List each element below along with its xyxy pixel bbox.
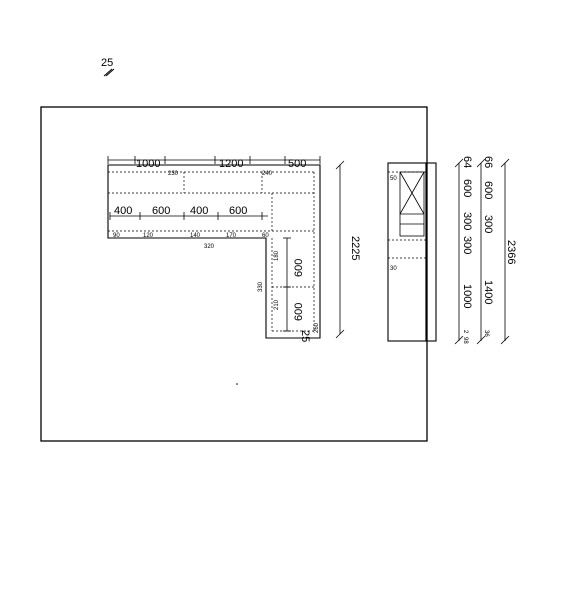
elev-mid-4: 1000 xyxy=(461,284,473,308)
bottom-small-3: 140 xyxy=(190,233,201,239)
kitchen-plan: 1000 1200 500 230 240 400 600 400 600 90… xyxy=(107,156,361,342)
elev-left-1: 64 xyxy=(461,156,473,168)
top-dim-3: 500 xyxy=(288,158,306,170)
bottom-small-2: 120 xyxy=(143,233,154,239)
unit-dim-4: 600 xyxy=(229,205,247,217)
scale-marker-icon xyxy=(103,68,115,77)
l-counter-outline xyxy=(107,164,321,339)
elev-left-5: 2 xyxy=(462,330,468,334)
side-small-2: 210 xyxy=(274,299,280,310)
top-dim-1: 1000 xyxy=(136,158,160,170)
side-small-1: 180 xyxy=(274,250,280,261)
elev-left-6: 98 xyxy=(462,337,468,344)
elev-mid-2: 600 xyxy=(482,181,494,199)
unit-dim-1: 400 xyxy=(114,205,132,217)
elev-total: 2366 xyxy=(505,240,517,264)
elev-mid-5: 1400 xyxy=(482,280,494,304)
bottom-small-5: 60 xyxy=(262,233,269,239)
top-small-2: 240 xyxy=(262,171,273,177)
elev-mid-1: 66 xyxy=(482,156,494,168)
elev-small-2: 30 xyxy=(390,266,397,272)
side-height: 330 xyxy=(258,281,264,292)
side-dim-2: 600 xyxy=(293,303,305,321)
room-outline xyxy=(40,106,428,442)
side-dim-1: 600 xyxy=(293,259,305,277)
elev-mid-6: 36 xyxy=(483,330,489,337)
depth-total: 2225 xyxy=(349,236,361,260)
scale-marker-label: 25 xyxy=(101,57,113,69)
elev-left-3: 300 xyxy=(461,212,473,230)
bottom-small-4: 170 xyxy=(226,233,237,239)
elevation-panel xyxy=(425,162,437,342)
elev-left-4: 300 xyxy=(461,236,473,254)
appliance-box xyxy=(399,171,425,237)
center-dot xyxy=(236,383,238,385)
unit-dim-2: 600 xyxy=(152,205,170,217)
depth-end: 25 xyxy=(299,330,311,342)
top-small-1: 230 xyxy=(168,171,179,177)
top-dim-2: 1200 xyxy=(219,158,243,170)
elev-small-1: 50 xyxy=(390,176,397,182)
side-small-3: 260 xyxy=(314,322,320,333)
unit-dim-3: 400 xyxy=(190,205,208,217)
elev-left-2: 600 xyxy=(461,179,473,197)
bottom-small-1: 90 xyxy=(113,233,120,239)
kitchen-elevation: 50 30 64 600 300 300 2 98 66 600 300 100… xyxy=(387,156,517,344)
width-total: 320 xyxy=(204,244,215,250)
elev-mid-3: 300 xyxy=(482,215,494,233)
elevation-outline xyxy=(387,162,427,342)
